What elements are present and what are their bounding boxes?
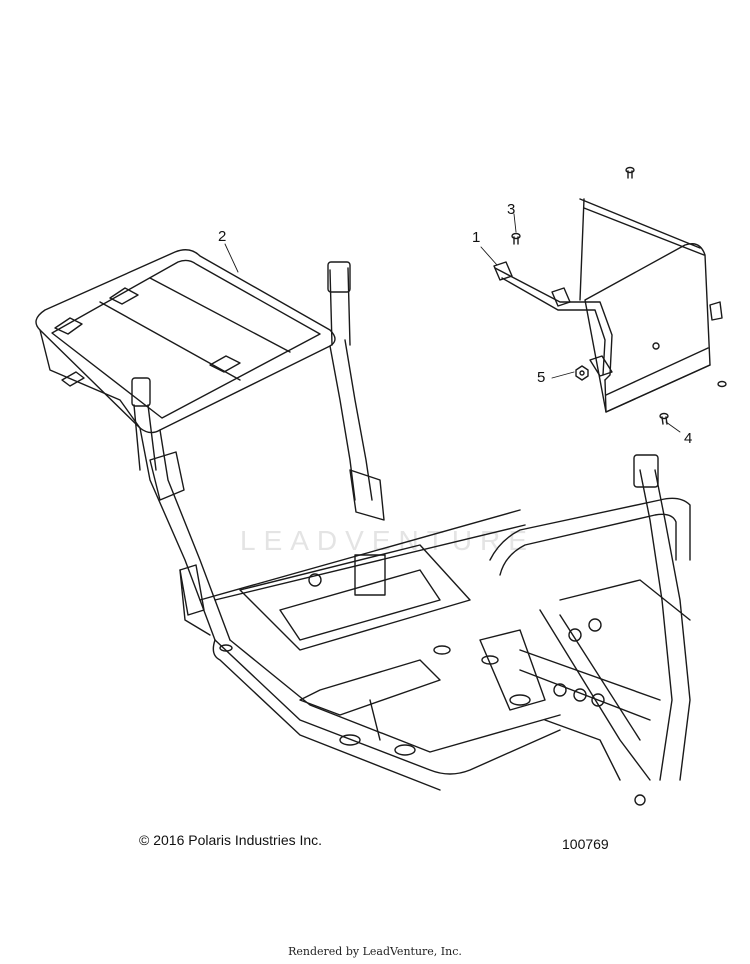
bolt-part-4: [659, 380, 727, 425]
nut-part-5: [575, 365, 589, 381]
callout-5: 5: [537, 369, 545, 386]
copyright-text: © 2016 Polaris Industries Inc.: [139, 832, 323, 848]
main-frame: [35, 249, 691, 806]
bolt-part-3: [511, 166, 635, 245]
callout-3: 3: [507, 201, 515, 218]
callout-2: 2: [218, 228, 226, 245]
rear-panel-assembly: [493, 198, 723, 413]
rendered-by-text: Rendered by LeadVenture, Inc.: [288, 945, 462, 958]
watermark-text: LEADVENTURE: [240, 525, 535, 556]
callout-1: 1: [472, 229, 480, 246]
leader-lines: [224, 213, 681, 433]
diagram-id: 100769: [562, 836, 609, 852]
callout-4: 4: [684, 430, 692, 447]
